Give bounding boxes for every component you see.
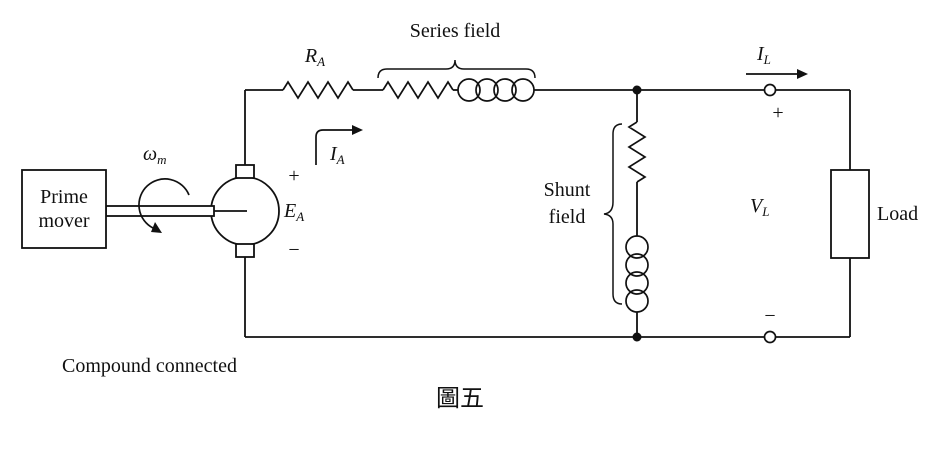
ia-arrow: [315, 129, 352, 165]
ea-plus-sign: +: [288, 165, 299, 187]
ea-minus-sign: −: [288, 239, 299, 261]
shunt-field-label-line2: field: [549, 206, 586, 228]
resistor-ra: [282, 80, 354, 100]
vl-label: VL: [750, 195, 769, 219]
shunt-resistor: [627, 121, 647, 183]
figure-caption: 圖五: [436, 386, 484, 412]
ra-label: RA: [304, 45, 325, 69]
prime-mover-label-line1: Prime: [40, 186, 88, 208]
shunt-field-label-line1: Shunt: [544, 179, 591, 201]
series-field-coil: [457, 78, 535, 102]
ea-label: EA: [283, 200, 304, 224]
brush-top: [235, 164, 255, 179]
brush-bottom: [235, 243, 255, 258]
terminal-bottom: [763, 330, 777, 344]
il-label: IL: [756, 43, 771, 67]
vl-minus-sign: −: [764, 305, 775, 327]
series-field-resistor: [382, 80, 454, 100]
shunt-coil: [625, 235, 649, 313]
il-arrowhead-icon: [797, 69, 808, 79]
terminal-top: [763, 83, 777, 97]
load-box: [830, 169, 870, 259]
shaft: [105, 205, 215, 217]
ia-label: IA: [329, 143, 345, 167]
series-field-label: Series field: [410, 20, 501, 42]
rotation-arrowhead-icon: [151, 222, 162, 233]
prime-mover-label-line2: mover: [38, 210, 89, 232]
prime-mover-box: [21, 169, 107, 249]
load-label: Load: [877, 203, 918, 225]
rotation-arrow: [138, 178, 190, 229]
series-field-brace: [377, 59, 536, 79]
node-bottom: [632, 332, 642, 342]
ia-arrowhead-icon: [352, 125, 363, 135]
node-top: [632, 85, 642, 95]
omega-m-label: ωm: [143, 143, 167, 167]
shunt-field-brace: [603, 123, 623, 305]
vl-plus-sign: +: [772, 102, 783, 124]
subcaption: Compound connected: [62, 355, 237, 377]
